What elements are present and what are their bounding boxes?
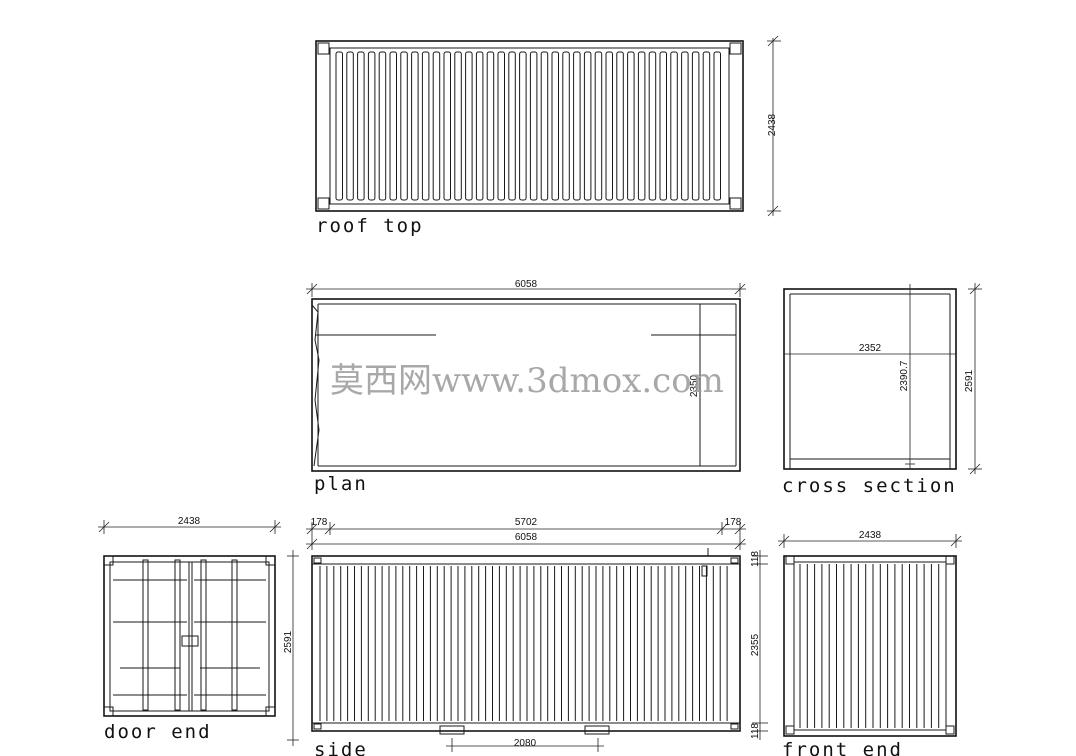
roof-corrugation xyxy=(400,51,408,201)
roof-corrugation xyxy=(519,51,527,201)
side-right-dimensions xyxy=(752,550,768,740)
side-inner-height-label: 2355 xyxy=(750,633,761,656)
roof-corrugation xyxy=(648,51,657,201)
side-inner-length-label: 5702 xyxy=(515,517,538,528)
plan-length-dimension xyxy=(306,283,746,297)
side-right-offset-label: 178 xyxy=(725,517,742,528)
roof-corrugation xyxy=(335,51,343,201)
door-width-label: 2438 xyxy=(178,516,201,527)
cross-width-label: 2352 xyxy=(859,343,882,354)
plan-length-label: 6058 xyxy=(515,279,538,290)
front-width-label: 2438 xyxy=(859,530,882,541)
side-length-label: 6058 xyxy=(515,532,538,543)
front-end-view xyxy=(783,555,957,737)
side-forklift-label: 2080 xyxy=(514,738,537,749)
roof-corrugation xyxy=(573,51,581,201)
roof-corrugation xyxy=(583,51,592,201)
side-view xyxy=(311,548,741,735)
side-top-dimensions xyxy=(306,522,746,550)
plan-label: plan xyxy=(314,473,368,495)
door-height-label: 2591 xyxy=(283,630,294,653)
door-width-dimension xyxy=(98,520,281,534)
roof-corrugation xyxy=(681,51,689,201)
roof-corrugation xyxy=(659,51,667,201)
roof-height-dimension xyxy=(767,35,781,217)
roof-corrugation xyxy=(443,51,451,201)
front-corrugations xyxy=(799,564,940,728)
roof-top-label: roof top xyxy=(316,215,424,237)
roof-corrugation xyxy=(551,51,559,201)
plan-inner-width-label: 2350 xyxy=(689,374,700,397)
cross-inner-height-label: 2390.7 xyxy=(899,360,910,391)
front-end-label: front end xyxy=(782,739,903,756)
roof-corrugation xyxy=(691,51,700,201)
roof-corrugation xyxy=(454,51,462,201)
roof-corrugation xyxy=(605,51,613,201)
roof-corrugation xyxy=(432,51,441,201)
roof-corrugation xyxy=(508,51,516,201)
roof-corrugation xyxy=(637,51,646,201)
plan-view xyxy=(311,298,741,472)
roof-corrugation xyxy=(346,51,354,201)
cross-height-label: 2591 xyxy=(964,369,975,392)
roof-corrugation xyxy=(702,51,711,201)
roof-corrugation xyxy=(670,51,678,201)
roof-corrugation xyxy=(562,51,570,201)
roof-corrugation xyxy=(465,51,473,201)
side-left-offset-label: 178 xyxy=(311,517,328,528)
cross-section-label: cross section xyxy=(782,475,957,497)
roof-corrugation xyxy=(497,51,505,201)
roof-corrugation xyxy=(378,51,387,201)
roof-corrugation xyxy=(616,51,624,201)
roof-corrugation xyxy=(529,51,538,201)
roof-corrugation xyxy=(421,51,430,201)
side-top-rail-label: 118 xyxy=(750,551,761,567)
roof-corrugation xyxy=(713,51,721,201)
side-label: side xyxy=(314,739,368,756)
roof-corrugation xyxy=(475,51,484,201)
door-end-label: door end xyxy=(104,721,212,743)
roof-corrugations xyxy=(335,51,721,201)
roof-corrugation xyxy=(389,51,397,201)
roof-top-view xyxy=(315,40,744,212)
cross-height-dimension xyxy=(968,283,982,475)
roof-corrugation xyxy=(627,51,635,201)
roof-corrugation xyxy=(594,51,603,201)
cross-section-view xyxy=(783,284,957,470)
roof-corrugation xyxy=(357,51,365,201)
front-width-dimension xyxy=(778,534,962,548)
door-height-dimension xyxy=(287,550,299,746)
door-end-view xyxy=(103,555,276,717)
side-corrugations xyxy=(319,566,728,721)
roof-corrugation xyxy=(367,51,376,201)
roof-corrugation xyxy=(411,51,419,201)
watermark: 莫西网www.3dmox.com xyxy=(330,361,724,401)
roof-corrugation xyxy=(540,51,549,201)
roof-height-label: 2438 xyxy=(767,113,778,136)
roof-corrugation xyxy=(486,51,495,201)
side-bottom-dimension xyxy=(446,738,604,752)
side-bottom-rail-label: 118 xyxy=(750,723,761,739)
